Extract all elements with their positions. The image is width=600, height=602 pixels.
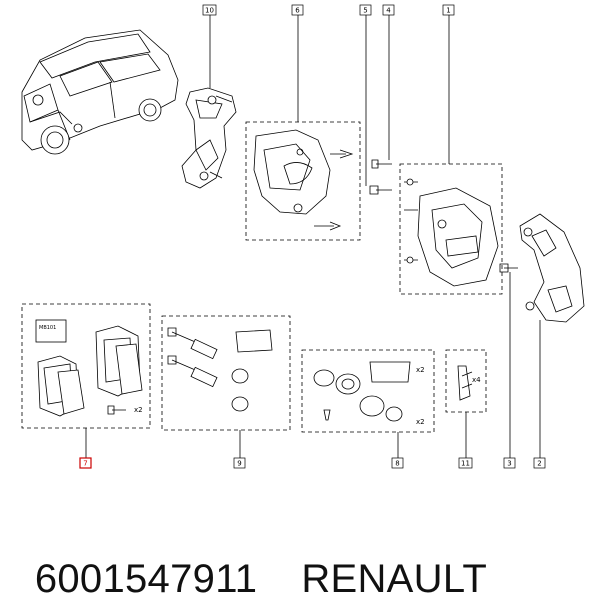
qty-seal-tube: x2 [416,366,425,374]
seal-kit-8 [301,349,435,458]
caliper-bracket-2 [499,213,585,458]
callout-labels: 10 6 5 4 1 3 2 7 9 8 11 [79,4,546,469]
callout-5: 5 [363,7,367,15]
brake-caliper-1 [399,12,503,295]
callout-6: 6 [295,7,300,15]
callout-3: 3 [507,460,511,468]
quantity-labels: x2 x2 x2 x4 MB101 [39,325,481,426]
caption: 6001547911 RENAULT [12,512,487,601]
bolts-4-5 [365,12,392,195]
caliper-assembly-6 [245,12,361,241]
qty-pads-bolts: x2 [134,406,143,414]
callout-1: 1 [446,7,450,15]
callout-11: 11 [461,460,470,468]
exploded-parts-diagram: 10 6 5 4 1 3 2 7 9 8 11 x2 x2 x2 x4 MB10… [21,4,585,469]
callout-10: 10 [205,7,214,15]
brand-name: RENAULT [301,557,488,601]
qty-clip: x4 [472,376,481,384]
callout-8: 8 [395,460,399,468]
callout-4: 4 [386,7,391,15]
carrier-bracket-10 [181,12,237,189]
clip-11 [445,349,487,458]
part-number: 6001547911 [34,557,258,601]
brake-pads-7 [21,303,151,458]
callout-2: 2 [537,460,541,468]
callout-9: 9 [237,460,241,468]
pad-card-text: MB101 [39,325,56,331]
callout-7: 7 [83,460,87,468]
qty-seal-boot: x2 [416,418,425,426]
car-illustration [21,29,179,155]
guide-pin-kit-9 [161,315,291,458]
